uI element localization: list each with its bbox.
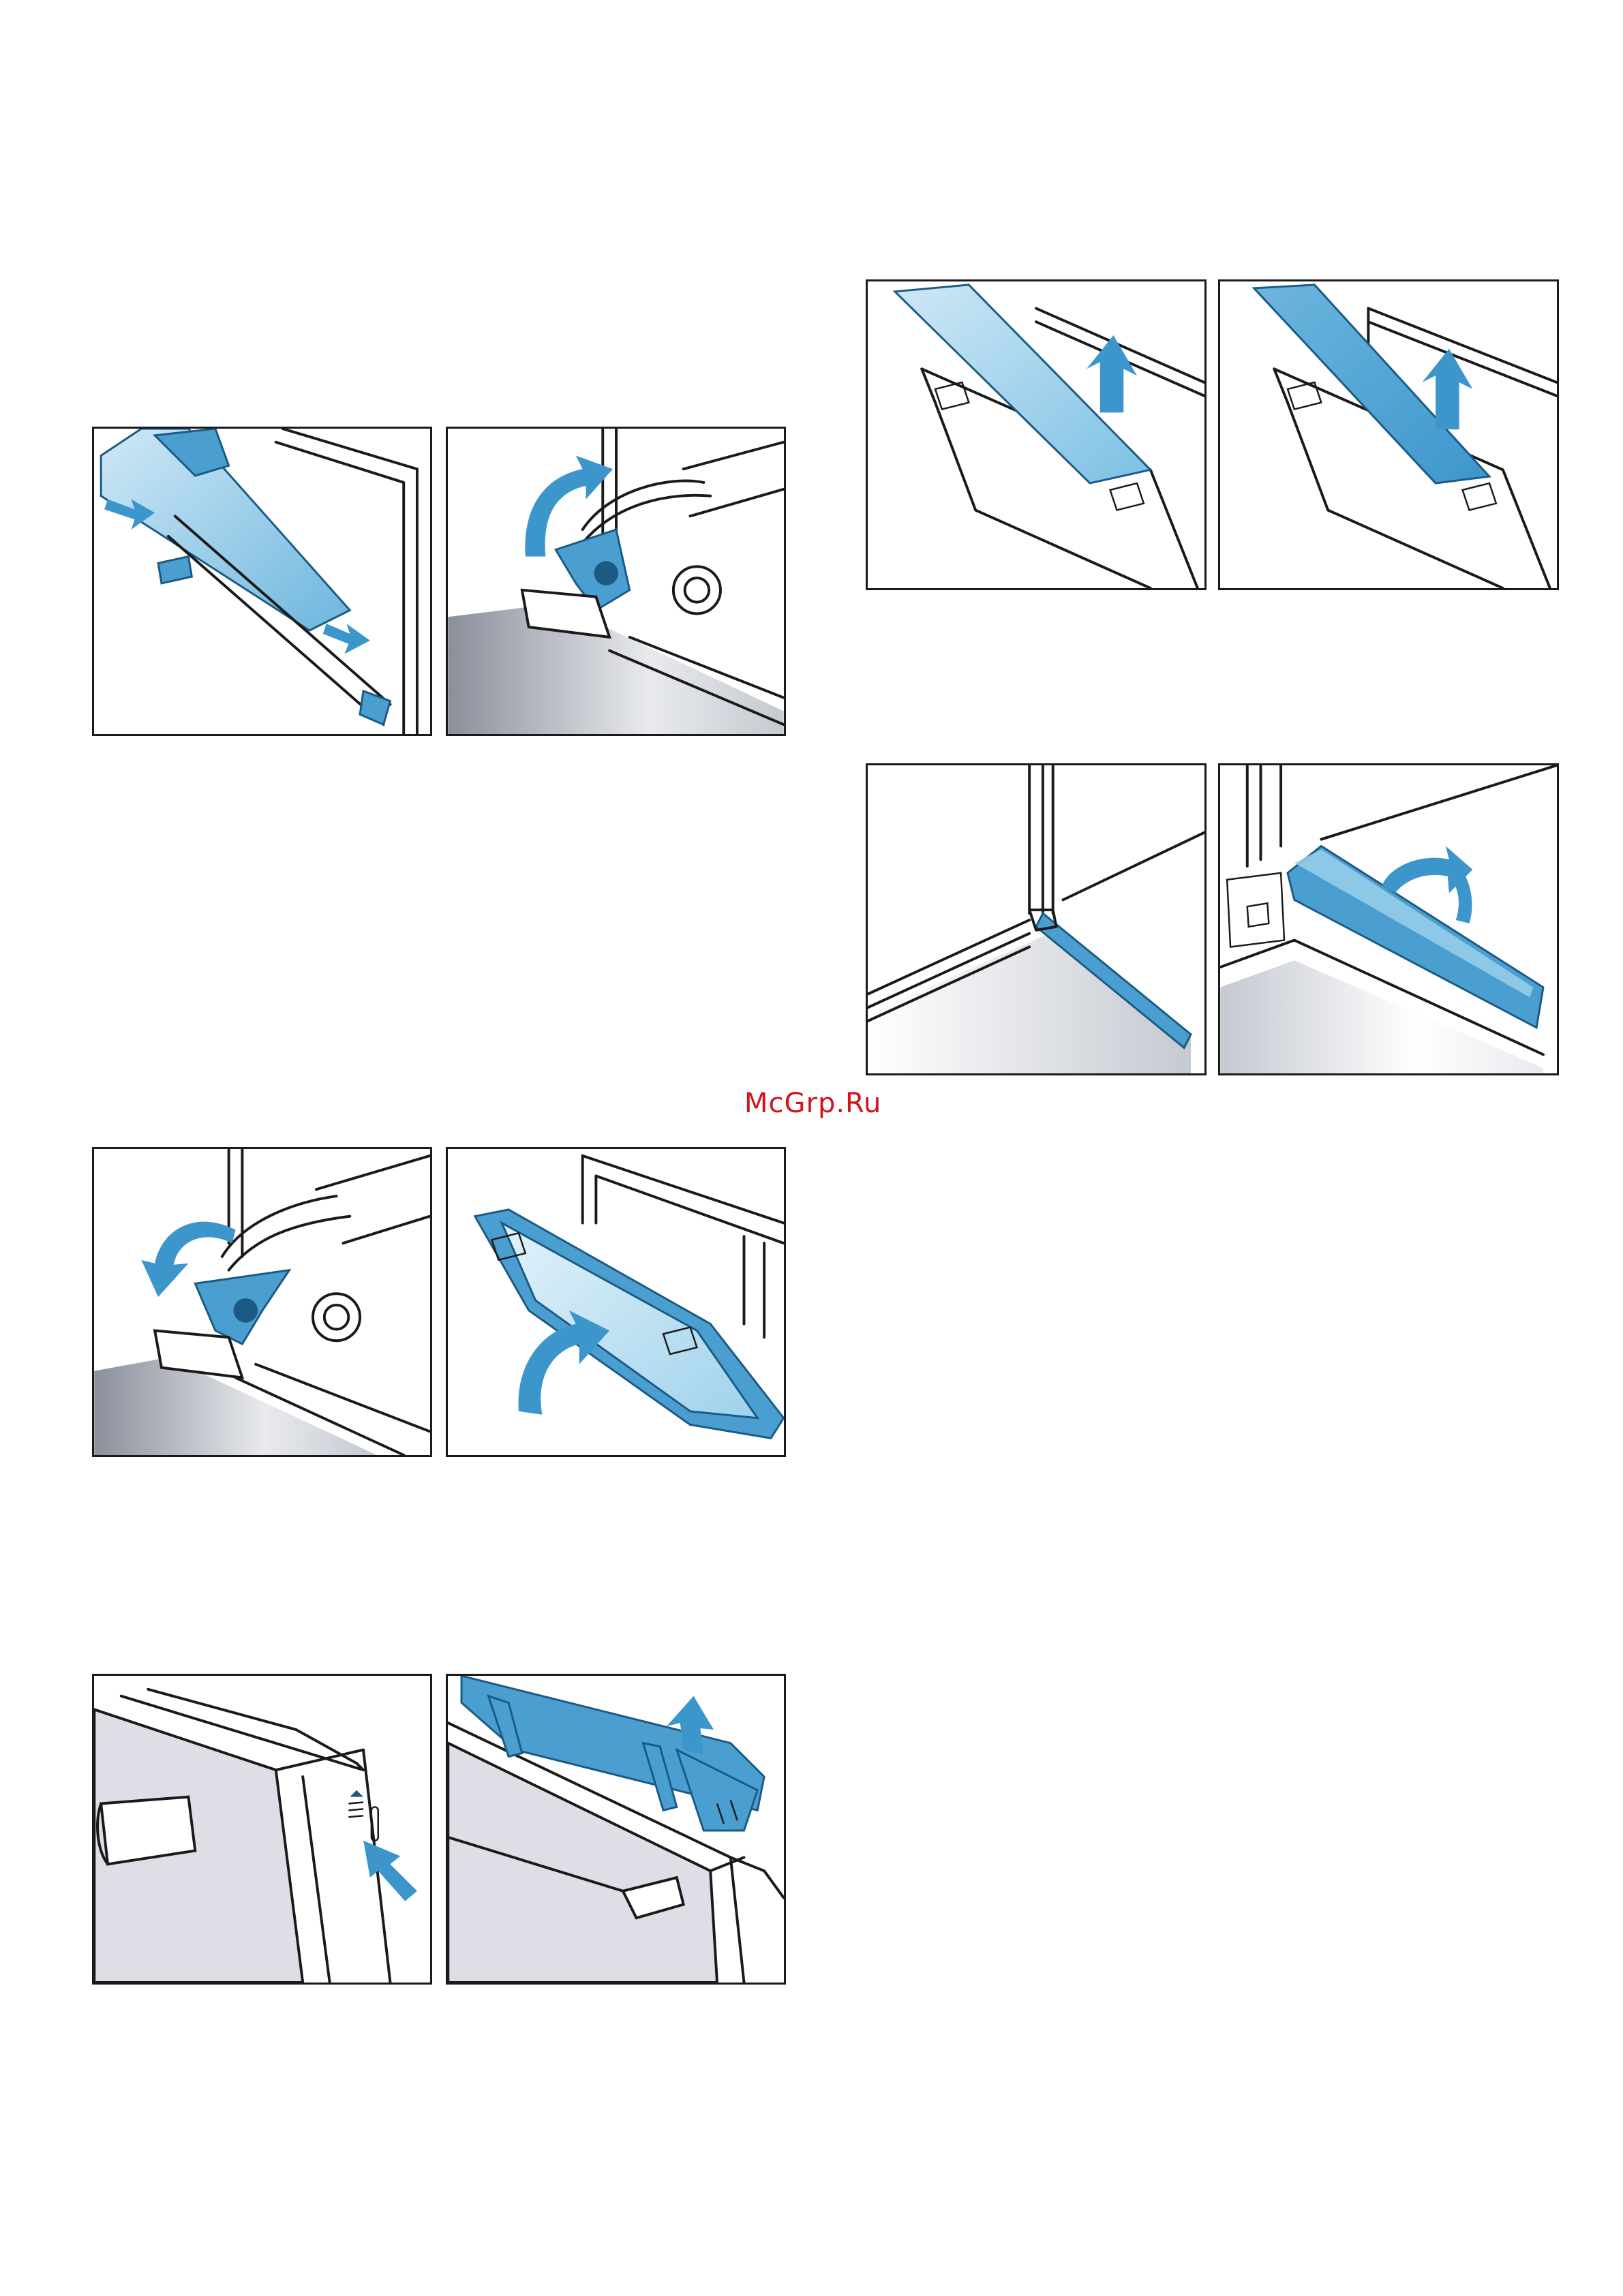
inner-pane-lift-figure — [866, 279, 1207, 590]
oven-door-arrows-down-icon — [94, 429, 430, 734]
door-close-figure — [446, 1147, 786, 1457]
glass-pane-lift-arrow-icon — [868, 281, 1204, 588]
seal-fold-arrow-icon — [1220, 765, 1557, 1073]
watermark: McGrp.Ru — [744, 1088, 881, 1119]
door-seal-remove-figure — [1218, 763, 1559, 1075]
door-seal-corner-figure — [866, 763, 1207, 1075]
door-hinge-closed-figure — [92, 427, 432, 736]
outer-pane-lift-figure — [1218, 279, 1559, 590]
door-cover-lift-figure — [446, 1674, 786, 1985]
door-close-arrow-icon — [448, 1149, 784, 1455]
press-arrow-icon — [94, 1676, 430, 1983]
hinge-lever-up-figure — [446, 427, 786, 736]
door-side-press-figure — [92, 1674, 432, 1985]
hinge-lever-down-figure — [92, 1147, 432, 1457]
hinge-lever-raise-arrow-icon — [448, 429, 784, 734]
cover-lift-arrow-icon — [448, 1676, 784, 1983]
glass-pane-lift-arrow-icon — [1220, 281, 1557, 588]
hinge-lever-lower-arrow-icon — [94, 1149, 430, 1455]
door-seal-corner-icon — [868, 765, 1204, 1073]
